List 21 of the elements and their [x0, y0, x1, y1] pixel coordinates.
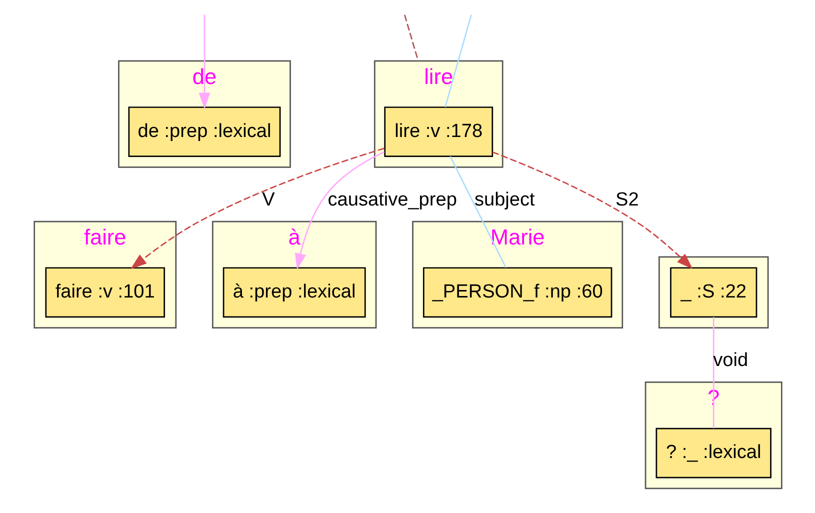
cluster [658, 256, 768, 328]
node-box: _ :S :22 [670, 267, 757, 318]
arrow [198, 14, 210, 110]
node-box: _PERSON_f :np :60 [422, 267, 612, 318]
connector [403, 14, 418, 62]
node-box: faire :v :101 [44, 267, 165, 318]
node-box: lire :v :178 [384, 106, 493, 157]
edge-label: V [262, 190, 274, 211]
edge-label: void [712, 350, 748, 372]
edge-label: causative_prep [327, 190, 456, 211]
node-box: ? :_ :lexical [655, 428, 771, 478]
arrow [294, 151, 384, 270]
connector [712, 317, 714, 428]
connector [449, 156, 506, 268]
node-box: de :prep :lexical [128, 106, 280, 157]
arrow [130, 148, 384, 270]
edge-label: S2 [615, 190, 638, 211]
arrow [492, 151, 692, 270]
node-box: à :prep :lexical [222, 267, 366, 318]
edge-label: subject [474, 190, 534, 211]
connector [444, 14, 472, 108]
